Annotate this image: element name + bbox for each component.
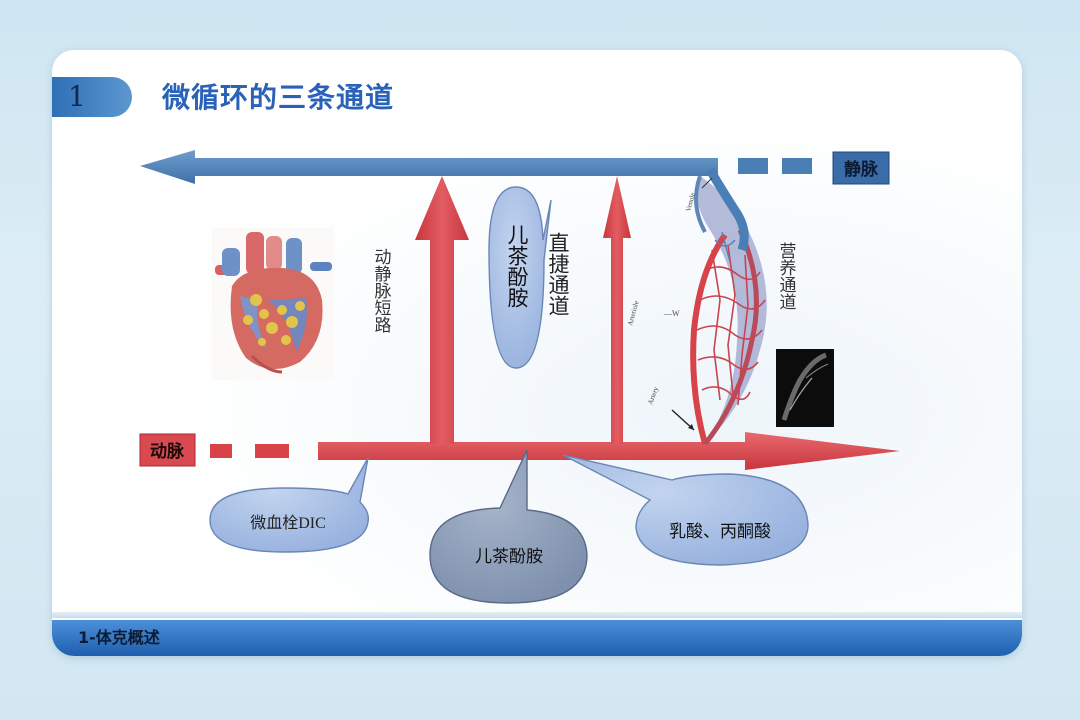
av-shunt-arrow: [415, 176, 469, 444]
av-shunt-label: 动静脉短路: [372, 248, 392, 333]
direct-channel-arrow: [603, 176, 631, 444]
heart-illustration: [212, 228, 334, 380]
av-shunt-label-group: 动静脉短路: [372, 248, 392, 333]
w-label: —W: [663, 309, 680, 318]
direct-channel-label: 直捷通道: [546, 232, 570, 316]
callout-lactic: 乳酸、丙酮酸: [562, 454, 809, 566]
footer-bar: 1-体克概述: [52, 620, 1022, 656]
microscopy-thumbnail: [776, 349, 834, 427]
callout-catecholamine-top-text: 儿茶酚胺: [505, 224, 529, 308]
callout-catecholamine-bottom: 儿茶酚胺: [429, 449, 588, 604]
direct-channel-label-group: 直捷通道: [546, 232, 570, 316]
callout-dic-text: 微血栓DIC: [250, 514, 326, 532]
artery-label-box: 动脉: [139, 433, 196, 467]
vein-label: 静脉: [844, 159, 879, 179]
callout-dic: 微血栓DIC: [209, 457, 370, 553]
footer-divider: [52, 612, 1022, 618]
callout-lactic-text: 乳酸、丙酮酸: [669, 522, 771, 541]
artery-arrow: [210, 432, 900, 470]
callout-catecholamine-bottom-text: 儿茶酚胺: [475, 547, 543, 566]
artery-label: 动脉: [150, 441, 185, 461]
nutrient-channel-label-group: 营养通道: [777, 242, 797, 310]
artery-photo-label: Artery: [646, 385, 660, 405]
arteriole-label: Arteriole: [626, 300, 640, 326]
vein-label-box: 静脉: [832, 151, 890, 185]
slide-title: 微循环的三条通道: [162, 81, 395, 114]
vein-arrow: [140, 150, 812, 184]
slide-number-tab: 1: [52, 77, 132, 117]
slide-number: 1: [68, 80, 86, 113]
nutrient-channel-label: 营养通道: [777, 242, 797, 310]
footer-text: 1-体克概述: [78, 628, 160, 647]
capillary-network: [690, 167, 767, 446]
callout-catecholamine-top: 儿茶酚胺: [488, 186, 552, 369]
slide: 1 微循环的三条通道 1-体克概述: [52, 50, 1022, 656]
